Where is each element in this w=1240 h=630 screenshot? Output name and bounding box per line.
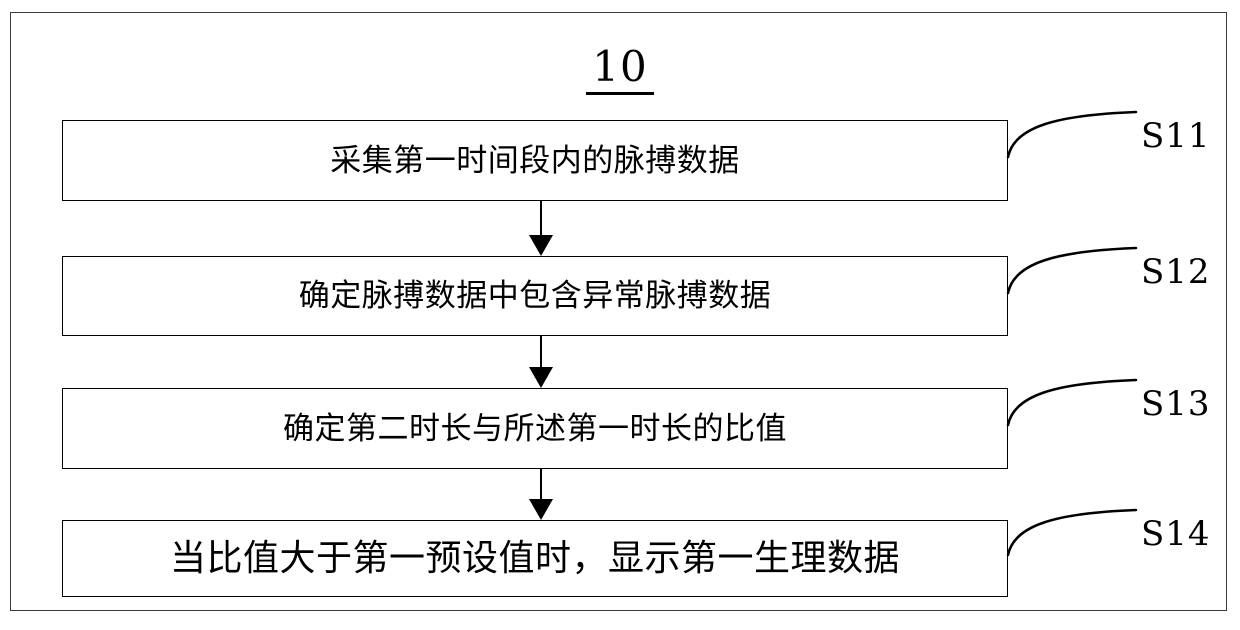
arrow-stem	[540, 336, 542, 369]
arrow-head-icon	[529, 367, 553, 388]
process-box-s12-text: 确定脉搏数据中包含异常脉搏数据	[298, 278, 772, 314]
step-label-s13: S13	[1141, 384, 1211, 424]
process-box-s14: 当比值大于第一预设值时，显示第一生理数据	[62, 520, 1008, 597]
step-label-s14: S14	[1141, 514, 1211, 554]
step-label-s12: S12	[1141, 252, 1211, 292]
figure-number: 10	[0, 44, 1240, 95]
leader-line-s11	[1004, 105, 1140, 163]
step-label-s11: S11	[1141, 116, 1211, 156]
figure-number-value: 10	[586, 44, 654, 95]
arrow-head-icon	[529, 235, 553, 256]
process-box-s14-text: 当比值大于第一预设值时，显示第一生理数据	[169, 537, 900, 579]
arrow-stem	[540, 201, 542, 237]
arrow-head-icon	[529, 499, 553, 520]
flow-arrow-s12-to-s13	[529, 336, 553, 388]
process-box-s13: 确定第二时长与所述第一时长的比值	[62, 388, 1008, 469]
process-box-s11: 采集第一时间段内的脉搏数据	[62, 120, 1008, 201]
arrow-stem	[540, 469, 542, 501]
process-box-s13-text: 确定第二时长与所述第一时长的比值	[283, 410, 787, 447]
process-box-s12: 确定脉搏数据中包含异常脉搏数据	[62, 256, 1008, 336]
leader-line-s14	[1004, 503, 1140, 561]
leader-line-s13	[1004, 373, 1140, 431]
flow-arrow-s11-to-s12	[529, 201, 553, 256]
leader-line-s12	[1004, 241, 1140, 299]
process-box-s11-text: 采集第一时间段内的脉搏数据	[330, 142, 740, 179]
flow-arrow-s13-to-s14	[529, 469, 553, 520]
page-border	[10, 12, 1227, 611]
